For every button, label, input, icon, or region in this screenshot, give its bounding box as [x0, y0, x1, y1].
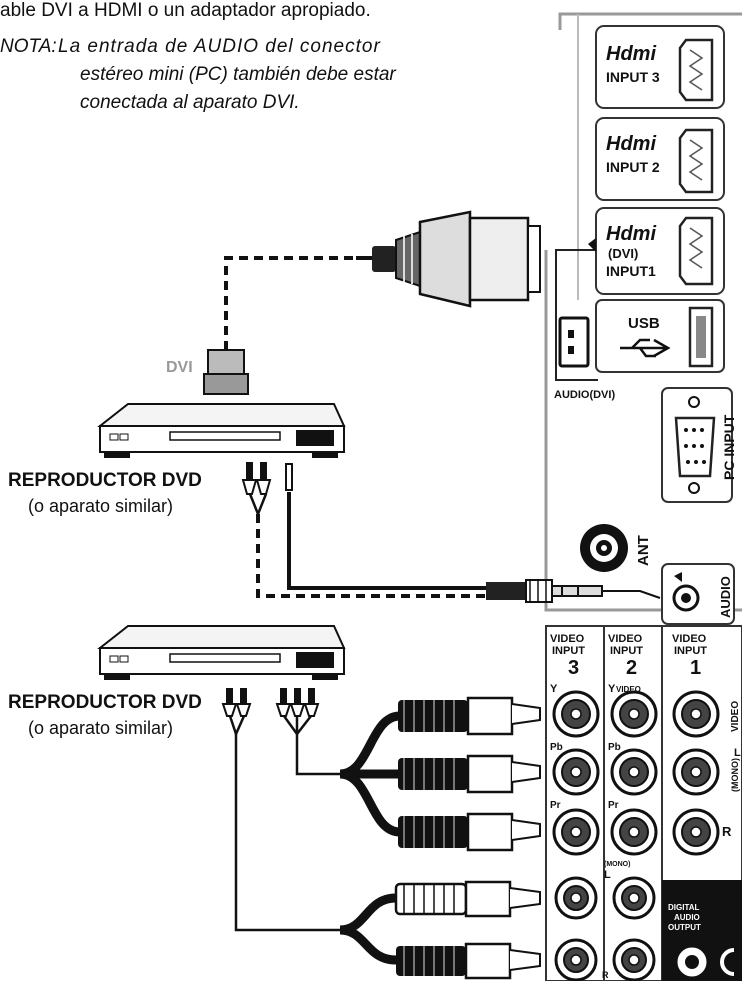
hdmi-port-1[interactable]: [678, 216, 714, 286]
jack-pr-3[interactable]: [552, 808, 600, 856]
hdmi-input-3-label: INPUT 3: [606, 69, 660, 85]
jack-pb-2[interactable]: [610, 748, 658, 796]
dvi-hdmi-cable: DVI: [166, 210, 541, 395]
dvi-label: DVI: [166, 359, 193, 376]
label-pb: Pb: [550, 742, 563, 753]
label-y: Y: [550, 683, 558, 695]
label-y-2: Y: [608, 683, 616, 695]
label-mono-small: (MONO): [604, 861, 630, 868]
hdmi-input-1-label: INPUT1: [606, 263, 656, 279]
hdmi-dvi-tag: (DVI): [608, 246, 638, 261]
device-2-subtitle: (o aparato similar): [28, 718, 173, 738]
dvd-player-2: [97, 625, 346, 680]
pc-input-panel: PC INPUT: [661, 387, 737, 503]
component-cable-bundle: [339, 696, 541, 852]
label-l: L: [604, 869, 611, 881]
hdmi-input-1-panel: Hdmi (DVI) INPUT1: [595, 207, 725, 295]
label-video-side: VIDEO: [730, 701, 741, 732]
label-mono: (MONO): [730, 758, 740, 792]
video-input-1-video: VIDEO: [672, 633, 707, 645]
label-pb-2: Pb: [608, 742, 621, 753]
label-r-small: R: [602, 970, 609, 980]
antenna-jack: ANT: [580, 524, 652, 572]
hdmi-logo: Hdmi: [606, 223, 656, 245]
device-1-title: REPRODUCTOR DVD: [8, 470, 202, 491]
video-input-2-video: VIDEO: [608, 633, 643, 645]
video-input-1-input: INPUT: [674, 645, 707, 657]
video-input-2-input: INPUT: [610, 645, 643, 657]
hdmi-port-2[interactable]: [678, 128, 714, 194]
jack-y-3[interactable]: [552, 690, 600, 738]
video-input-2-number: 2: [626, 657, 637, 679]
intro-text: able DVI a HDMI o un adaptador apropiado…: [0, 0, 371, 21]
ant-label: ANT: [635, 535, 652, 566]
label-pr: Pr: [550, 800, 561, 811]
usb-label: USB: [628, 315, 660, 332]
hdmi-logo: Hdmi: [606, 133, 656, 155]
jack-l-2[interactable]: [612, 876, 656, 920]
label-l-input1: L: [734, 747, 741, 759]
tv-outline-top: [558, 12, 742, 30]
dvd-player-1: [97, 403, 346, 458]
note-line-1: La entrada de AUDIO del conector: [58, 36, 381, 57]
jack-video-1[interactable]: [672, 690, 720, 738]
label-y-video: VIDEO: [616, 685, 641, 694]
jack-r-1[interactable]: [672, 808, 720, 856]
audio-label: AUDIO: [718, 576, 733, 618]
usb-panel: USB: [595, 299, 725, 373]
jack-r-3[interactable]: [554, 938, 598, 981]
rca-jacks: [552, 690, 720, 981]
note-prefix: NOTA:: [0, 36, 57, 57]
dvd1-audio-plugs: [241, 462, 486, 598]
note-line-2: estéreo mini (PC) también debe estar: [80, 64, 396, 85]
digital-output-line-3: OUTPUT: [668, 923, 701, 932]
dvi-audio-link-line: [555, 249, 598, 381]
link-arrow: [588, 238, 596, 252]
video-input-3-video: VIDEO: [550, 633, 585, 645]
jack-y-2[interactable]: [610, 690, 658, 738]
usb-icon: [620, 338, 671, 358]
digital-output-line-2: AUDIO: [674, 913, 700, 922]
jack-l-1[interactable]: [672, 748, 720, 796]
label-pr-2: Pr: [608, 800, 619, 811]
video-input-3-number: 3: [568, 657, 579, 679]
note-line-3: conectada al aparato DVI.: [80, 92, 300, 113]
video-inputs-panel: VIDEO INPUT 3 VIDEO INPUT 2 VIDEO INPUT …: [545, 625, 742, 981]
video-input-3-input: INPUT: [552, 645, 585, 657]
audio-cable-bundle: [339, 880, 541, 980]
jack-pr-2[interactable]: [610, 808, 658, 856]
pc-audio-panel: AUDIO: [661, 563, 735, 625]
audio-dvi-label: AUDIO(DVI): [554, 389, 615, 401]
hdmi-input-2-label: INPUT 2: [606, 159, 660, 175]
usb-stick-icon: [558, 316, 590, 368]
device-1-subtitle: (o aparato similar): [28, 496, 173, 516]
video-input-1-number: 1: [690, 657, 701, 679]
dvd2-plug-fans: [221, 688, 340, 932]
hdmi-logo: Hdmi: [606, 43, 656, 65]
hdmi-input-2-panel: Hdmi INPUT 2: [595, 117, 725, 201]
pc-input-label: PC INPUT: [721, 414, 737, 480]
jack-r-2[interactable]: [612, 938, 656, 981]
digital-output-line-1: DIGITAL: [668, 903, 700, 912]
mini-jack-plug: [486, 579, 661, 603]
device-2-title: REPRODUCTOR DVD: [8, 692, 202, 713]
jack-l-3[interactable]: [554, 876, 598, 920]
jack-pb-3[interactable]: [552, 748, 600, 796]
hdmi-input-3-panel: Hdmi INPUT 3: [595, 25, 725, 109]
label-r: R: [722, 824, 732, 839]
